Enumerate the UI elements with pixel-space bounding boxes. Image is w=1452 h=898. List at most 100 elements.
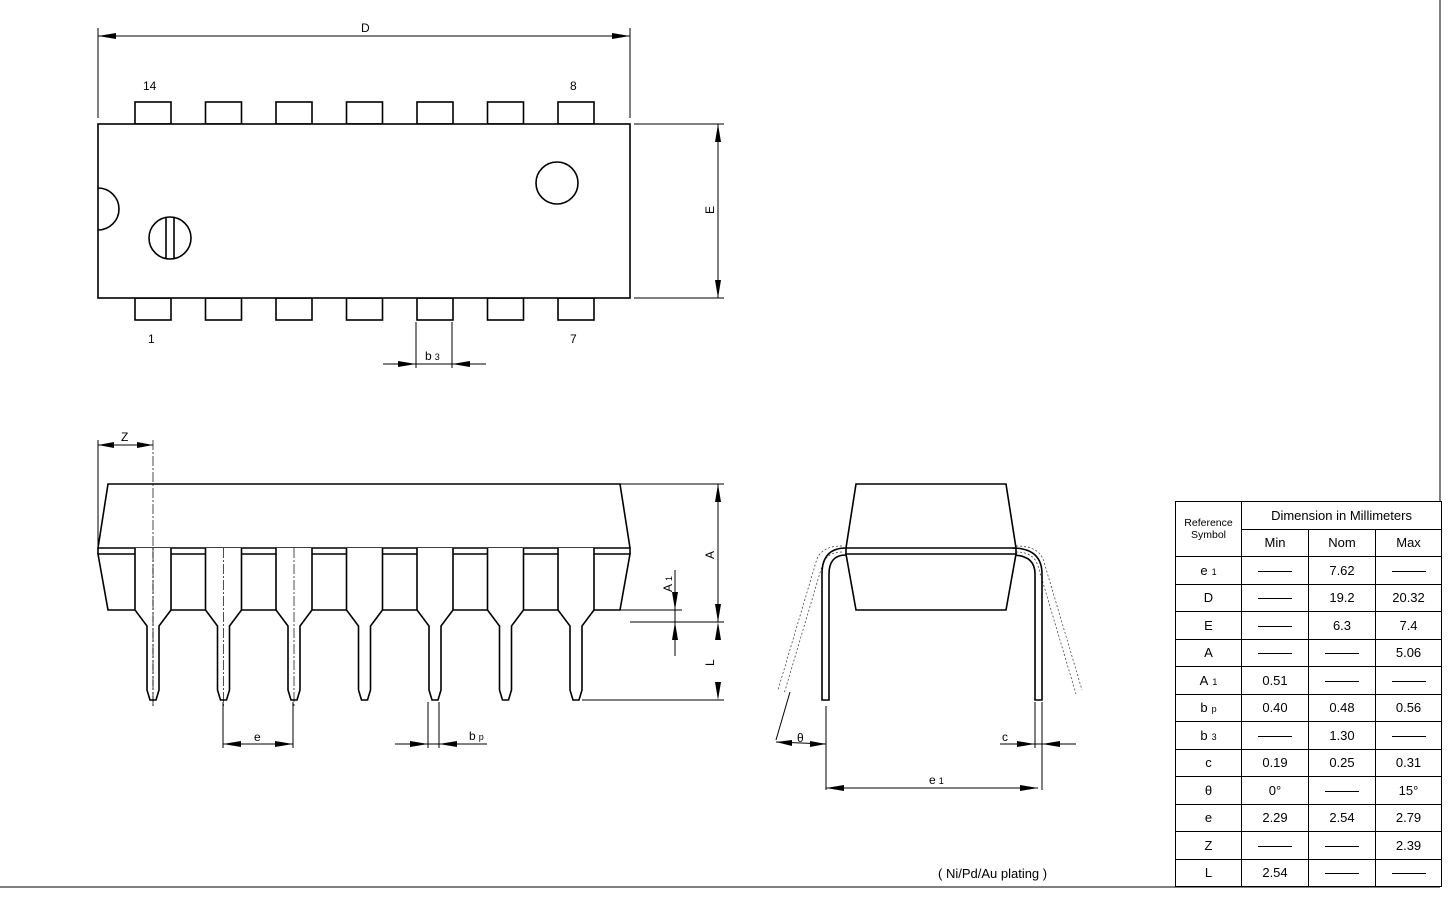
bottom-pin <box>557 297 595 321</box>
no-value-dash <box>1258 845 1292 847</box>
max-cell: 20.32 <box>1374 583 1443 612</box>
no-value-dash <box>1391 570 1426 572</box>
top-pin <box>134 101 172 125</box>
symbol-cell: θ <box>1175 776 1242 805</box>
symbol-cell: e <box>1175 803 1242 832</box>
dim-theta-ray <box>775 691 791 741</box>
side-lead <box>345 548 384 701</box>
bottom-pin <box>134 297 172 321</box>
symbol-cell: E <box>1175 611 1242 640</box>
min-cell <box>1241 721 1309 750</box>
table-row: A 5.06 <box>1175 638 1443 667</box>
plating-note: ( Ni/Pd/Au plating ) <box>938 866 1048 881</box>
dim-c-label: c <box>1002 730 1008 744</box>
symbol-cell: Z <box>1175 831 1242 860</box>
top-pin <box>557 101 595 125</box>
table-row: Z 2.39 <box>1175 831 1443 860</box>
symbol-cell: c <box>1175 748 1242 777</box>
max-cell <box>1374 666 1443 695</box>
top-view-body <box>97 123 631 299</box>
no-value-dash <box>1258 735 1292 737</box>
nom-cell: 6.3 <box>1308 611 1376 640</box>
symbol-cell: D <box>1175 583 1242 612</box>
nom-cell: 7.62 <box>1308 556 1376 585</box>
max-cell: 15° <box>1374 776 1443 805</box>
side-leads <box>134 548 595 706</box>
nom-cell: 2.54 <box>1308 803 1376 832</box>
bottom-pin <box>416 297 454 321</box>
bottom-pin <box>486 297 525 321</box>
top-pin <box>204 101 243 125</box>
end-view-body-upper <box>845 483 1017 549</box>
no-value-dash <box>1258 570 1292 572</box>
min-cell: 2.29 <box>1241 803 1309 832</box>
ejector-mark <box>148 216 192 260</box>
max-cell <box>1374 556 1443 585</box>
top-pins-upper <box>134 101 595 125</box>
col-max-header: Max <box>1374 528 1443 557</box>
min-cell <box>1241 831 1309 860</box>
max-cell: 5.06 <box>1374 638 1443 667</box>
nom-cell <box>1308 666 1376 695</box>
min-cell <box>1241 556 1309 585</box>
no-value-dash <box>1391 873 1426 875</box>
nom-cell: 19.2 <box>1308 583 1376 612</box>
symbol-cell: L <box>1175 858 1242 887</box>
side-view-body-upper <box>97 483 631 549</box>
bottom-pin <box>275 297 313 321</box>
no-value-dash <box>1391 680 1426 682</box>
max-cell <box>1374 721 1443 750</box>
min-cell: 0.19 <box>1241 748 1309 777</box>
no-value-dash <box>1258 653 1292 655</box>
min-cell <box>1241 611 1309 640</box>
dim-E-label: E <box>703 206 717 214</box>
side-lead <box>557 548 595 701</box>
max-cell: 7.4 <box>1374 611 1443 640</box>
bottom-pin <box>345 297 384 321</box>
dim-theta-label: θ <box>797 731 804 745</box>
max-cell: 0.56 <box>1374 693 1443 722</box>
symbol-cell: A <box>1175 638 1242 667</box>
no-value-dash <box>1325 680 1359 682</box>
top-pin <box>486 101 525 125</box>
max-cell: 2.39 <box>1374 831 1443 860</box>
no-value-dash <box>1325 653 1359 655</box>
top-pin <box>345 101 384 125</box>
pin-label-1: 1 <box>148 332 155 346</box>
dim-A-label: A <box>703 551 717 559</box>
no-value-dash <box>1391 735 1426 737</box>
no-value-dash <box>1258 598 1292 600</box>
min-cell: 0° <box>1241 776 1309 805</box>
dim-L-label: L <box>703 659 717 666</box>
min-cell <box>1241 638 1309 667</box>
bottom-pin <box>204 297 243 321</box>
max-cell: 2.79 <box>1374 803 1443 832</box>
side-lead <box>416 548 454 701</box>
lead-left <box>821 547 847 701</box>
top-pin <box>275 101 313 125</box>
nom-cell <box>1308 858 1376 887</box>
min-cell: 0.51 <box>1241 666 1309 695</box>
nom-cell: 0.25 <box>1308 748 1376 777</box>
nom-cell <box>1308 776 1376 805</box>
pin-label-8: 8 <box>570 79 577 93</box>
pin1-notch <box>97 187 120 231</box>
top-pin <box>416 101 454 125</box>
top-pins-lower <box>134 297 595 321</box>
pin-label-7: 7 <box>570 332 577 346</box>
dim-e-label: e <box>254 730 261 744</box>
